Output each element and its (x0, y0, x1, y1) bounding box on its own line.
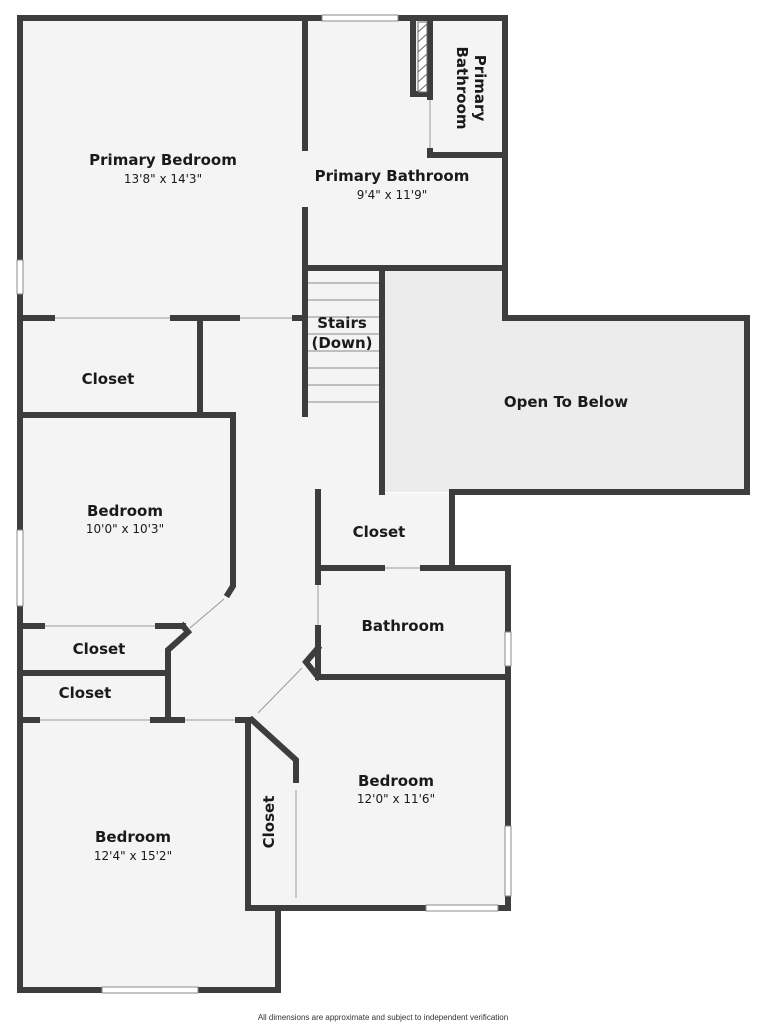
wall-bedroom-bottom-right (245, 717, 299, 911)
windows (16, 14, 512, 994)
bathroom-name: Bathroom (361, 617, 444, 635)
footer-disclaimer: All dimensions are approximate and subje… (258, 1013, 508, 1022)
hatch-line (417, 53, 428, 63)
stairs-line2: (Down) (311, 334, 372, 352)
bedroom-left-name: Bedroom (87, 502, 163, 520)
primary-bathroom-small-line1: Primary (471, 55, 489, 122)
closet-small-2-name: Closet (59, 684, 112, 702)
open-to-below-upper (382, 268, 505, 318)
wall-closet-angle (165, 621, 193, 723)
open-to-below-area (382, 318, 747, 492)
hatch-line (417, 33, 428, 43)
window-bedroom-left (16, 529, 24, 607)
wall-closet-vertical-side (247, 715, 299, 783)
room-labels: Primary Bedroom 13'8" x 14'3" Primary Ba… (59, 46, 629, 863)
primary-bedroom-name: Primary Bedroom (89, 151, 237, 169)
closet-upper-left-name: Closet (82, 370, 135, 388)
main-floor-area (20, 18, 508, 990)
exterior-wall-upper (17, 15, 750, 993)
primary-bathroom-small-line2: Bathroom (453, 46, 471, 129)
floor-fills (20, 18, 747, 990)
hatch-line (417, 83, 428, 93)
door-bedroom-right-angle-line (257, 667, 303, 714)
bedroom-right-name: Bedroom (358, 772, 434, 790)
bedroom-bottom-name: Bedroom (95, 828, 171, 846)
hatch-line (417, 23, 428, 33)
window-bathroom-right (504, 631, 512, 667)
hatch-line (417, 63, 428, 73)
closet-vertical-name: Closet (260, 796, 278, 849)
bedroom-left-dims: 10'0" x 10'3" (86, 522, 164, 536)
closet-center-name: Closet (353, 523, 406, 541)
hatch-line (417, 73, 428, 83)
stairs-line1: Stairs (317, 314, 367, 332)
door-bedroom-left-angle-line (189, 598, 225, 629)
wall-bath-nook (410, 15, 433, 97)
primary-bedroom-dims: 13'8" x 14'3" (124, 172, 202, 186)
open-to-below-name: Open To Below (504, 393, 628, 411)
closet-small-1-name: Closet (73, 640, 126, 658)
window-bedroom-right-bottom (425, 904, 499, 912)
stairs-treads (308, 282, 379, 403)
window-bedroom-bottom (101, 986, 199, 994)
bedroom-bottom-dims: 12'4" x 15'2" (94, 849, 172, 863)
wall-bedroom-left-right (223, 412, 236, 599)
chase-box (417, 21, 428, 93)
primary-bathroom-small-label: Primary Bathroom (453, 46, 489, 129)
wall-bathroom-corner (302, 643, 323, 682)
door-openings (40, 100, 434, 898)
bedroom-right-dims: 12'0" x 11'6" (357, 792, 435, 806)
primary-bathroom-name: Primary Bathroom (315, 167, 470, 185)
hatch-line (417, 43, 428, 53)
primary-bathroom-dims: 9'4" x 11'9" (357, 188, 428, 202)
window-primary-bedroom-left (16, 259, 24, 295)
window-bedroom-right-side (504, 825, 512, 897)
wall-primary-bath-small (427, 15, 508, 158)
window-primary-bath-top (321, 14, 399, 22)
hatched-chase (417, 21, 428, 93)
